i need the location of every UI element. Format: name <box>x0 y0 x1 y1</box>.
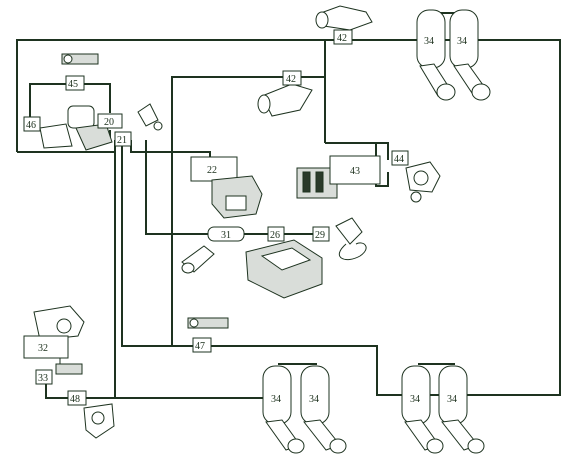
label-box-33 <box>35 369 53 385</box>
pipe-to-44 <box>325 142 389 160</box>
label-box-45 <box>65 75 85 91</box>
pipe-lower-left <box>45 140 116 399</box>
label-box-32 <box>23 335 69 359</box>
valve-45-port <box>63 54 73 64</box>
modulator-43-port-2 <box>315 171 324 193</box>
control-unit-26: 26 <box>245 226 323 299</box>
modulator-43-port-1 <box>302 171 311 193</box>
air-cylinder-31-end <box>181 262 195 274</box>
tank-end-right-1 <box>426 438 444 454</box>
label-44: 44 <box>394 154 404 165</box>
valve-42-mid-end <box>257 94 271 114</box>
valve-33-body <box>55 363 83 375</box>
valve-32-port <box>56 318 72 334</box>
air-dryer-canister <box>67 105 95 129</box>
air-tank-pair-bottom-right: 34 34 <box>401 365 485 454</box>
relay-valve-44-exhaust <box>410 191 422 203</box>
label-34-right-2: 34 <box>447 394 457 405</box>
protection-valve-22: 22 <box>190 156 263 219</box>
tank-end-bottom-2 <box>329 438 347 454</box>
label-42-top: 42 <box>337 33 347 44</box>
label-20: 20 <box>104 117 114 128</box>
label-26: 26 <box>270 230 280 241</box>
modulator-43: 43 <box>296 155 381 199</box>
check-valve-42-middle: 42 <box>257 70 313 117</box>
label-box-48 <box>67 390 87 406</box>
pressure-regulator-body <box>75 123 113 151</box>
valve-47-body <box>187 317 229 329</box>
tank-end-right-2 <box>467 438 485 454</box>
label-22: 22 <box>207 165 217 176</box>
valve-47: 47 <box>187 317 229 353</box>
sensor-29-body <box>335 217 363 245</box>
label-32: 32 <box>38 343 48 354</box>
label-34-right-1: 34 <box>410 394 420 405</box>
control-unit-26-top <box>260 247 312 271</box>
valve-32: 32 <box>23 305 85 359</box>
air-dryer-assembly: 46 20 21 <box>23 103 163 151</box>
sensor-29: 29 <box>312 217 367 260</box>
label-box-42-mid <box>282 70 302 86</box>
label-34-top-2: 34 <box>457 36 467 47</box>
label-34-bottom-1: 34 <box>271 394 281 405</box>
label-47: 47 <box>195 341 205 352</box>
protection-valve-22-ports <box>225 195 247 211</box>
label-box-44 <box>391 150 409 166</box>
label-34-top-1: 34 <box>424 36 434 47</box>
label-box-43 <box>329 155 381 185</box>
label-48: 48 <box>70 394 80 405</box>
check-valve-42-top: 42 <box>315 5 373 45</box>
tank-end-bottom-1 <box>287 438 305 454</box>
relay-valve-44: 44 <box>391 150 441 203</box>
pipe-top-main <box>16 39 561 396</box>
label-box-22 <box>190 156 238 182</box>
label-34-bottom-2: 34 <box>309 394 319 405</box>
label-43: 43 <box>350 166 360 177</box>
relay-valve-44-port <box>413 170 429 186</box>
valve-42-top-end <box>315 11 329 29</box>
label-21: 21 <box>117 135 127 146</box>
label-box-29 <box>312 226 330 242</box>
label-46: 46 <box>26 120 36 131</box>
label-box-46 <box>23 116 41 132</box>
label-box-20 <box>97 113 123 129</box>
valve-33: 33 <box>35 363 83 385</box>
valve-45-body <box>61 53 99 65</box>
label-box-21 <box>114 131 132 147</box>
valve-21-body <box>137 103 159 127</box>
label-42-mid: 42 <box>286 74 296 85</box>
valve-48: 48 <box>67 390 115 439</box>
valve-47-port <box>189 318 199 328</box>
label-box-31 <box>207 226 245 242</box>
label-box-26 <box>267 226 285 242</box>
valve-45: 45 <box>61 53 99 91</box>
label-box-42-top <box>333 29 353 45</box>
label-29: 29 <box>315 230 325 241</box>
tank-end-top-1 <box>436 83 456 101</box>
pipe-to-31 <box>145 140 210 235</box>
valve-42-mid-body <box>261 83 313 117</box>
air-tank-pair-bottom-center: 34 34 <box>262 365 347 454</box>
pipe-center-left <box>171 76 325 346</box>
label-31: 31 <box>221 230 231 241</box>
sensor-29-cable <box>338 242 367 260</box>
air-tank-pair-top: 34 34 <box>416 9 491 101</box>
tank-end-top-2 <box>471 83 491 101</box>
valve-21-port <box>153 121 163 131</box>
label-box-47 <box>192 337 212 353</box>
label-45: 45 <box>68 79 78 90</box>
air-dryer-base <box>39 123 73 149</box>
label-33: 33 <box>38 373 48 384</box>
air-cylinder-31: 31 <box>181 226 245 274</box>
valve-48-port <box>91 411 105 425</box>
